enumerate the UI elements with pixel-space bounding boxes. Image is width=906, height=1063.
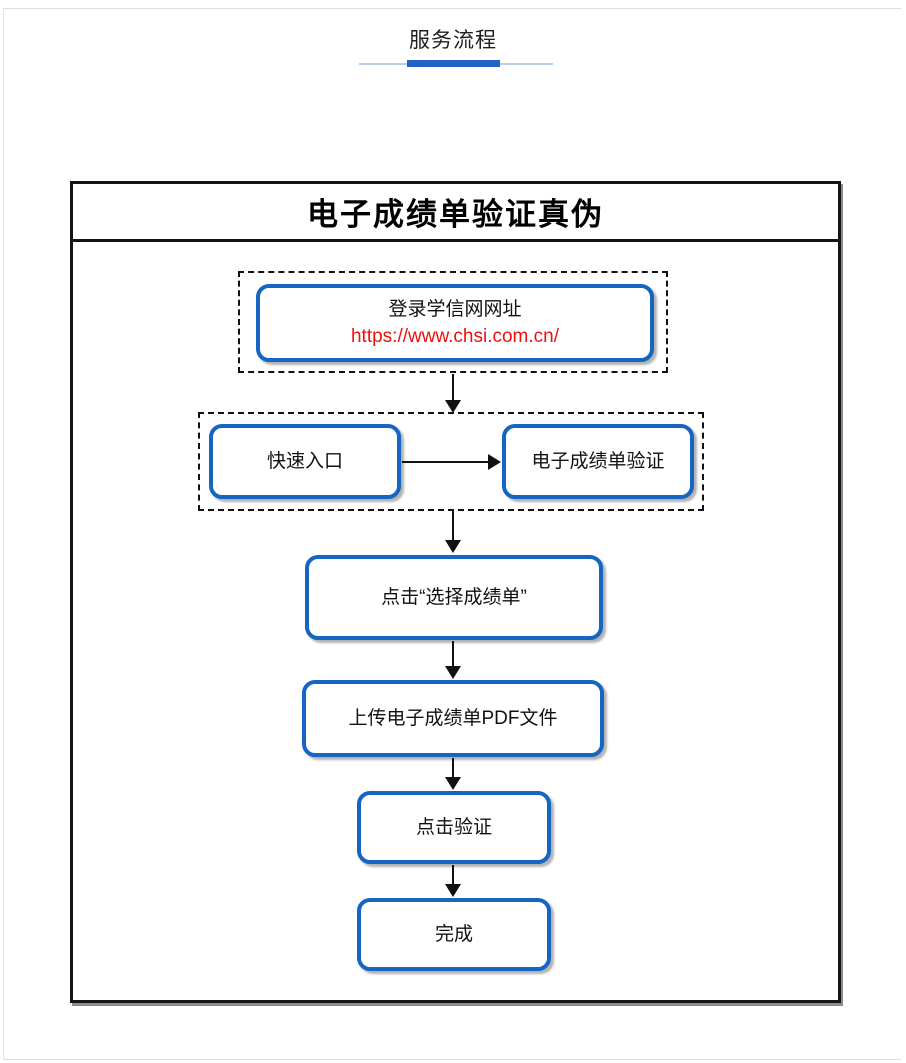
node-click-verify: 点击验证 <box>357 791 551 864</box>
arrow-down-icon <box>445 865 461 897</box>
section-title: 服务流程 <box>409 29 497 52</box>
node-select-transcript: 点击“选择成绩单” <box>305 555 603 640</box>
arrow-down-icon <box>445 511 461 553</box>
arrow-down-icon <box>445 758 461 790</box>
node-done-label: 完成 <box>434 924 473 945</box>
node-login-url: https://www.chsi.com.cn/ <box>350 326 559 347</box>
node-login: 登录学信网网址 https://www.chsi.com.cn/ <box>256 284 654 362</box>
node-quick-entry-label: 快速入口 <box>266 451 343 472</box>
arrow-down-icon <box>445 641 461 679</box>
node-verify-entry: 电子成绩单验证 <box>502 424 694 499</box>
arrow-right-icon <box>402 454 501 470</box>
dashed-group-entry <box>198 412 704 511</box>
node-select-transcript-label: 点击“选择成绩单” <box>381 587 527 608</box>
node-click-verify-label: 点击验证 <box>415 817 492 838</box>
arrow-down-icon <box>445 374 461 413</box>
node-upload-pdf: 上传电子成绩单PDF文件 <box>302 680 604 757</box>
node-login-label: 登录学信网网址 <box>388 299 522 320</box>
node-verify-entry-label: 电子成绩单验证 <box>531 451 665 472</box>
section-title-underline <box>0 59 906 69</box>
node-done: 完成 <box>357 898 551 971</box>
node-upload-pdf-label: 上传电子成绩单PDF文件 <box>348 708 558 729</box>
underline-accent-bar <box>407 60 500 67</box>
flowchart-title: 电子成绩单验证真伪 <box>73 184 838 242</box>
dashed-group-login <box>238 271 668 373</box>
content-frame <box>3 8 901 1060</box>
node-quick-entry: 快速入口 <box>209 424 401 499</box>
